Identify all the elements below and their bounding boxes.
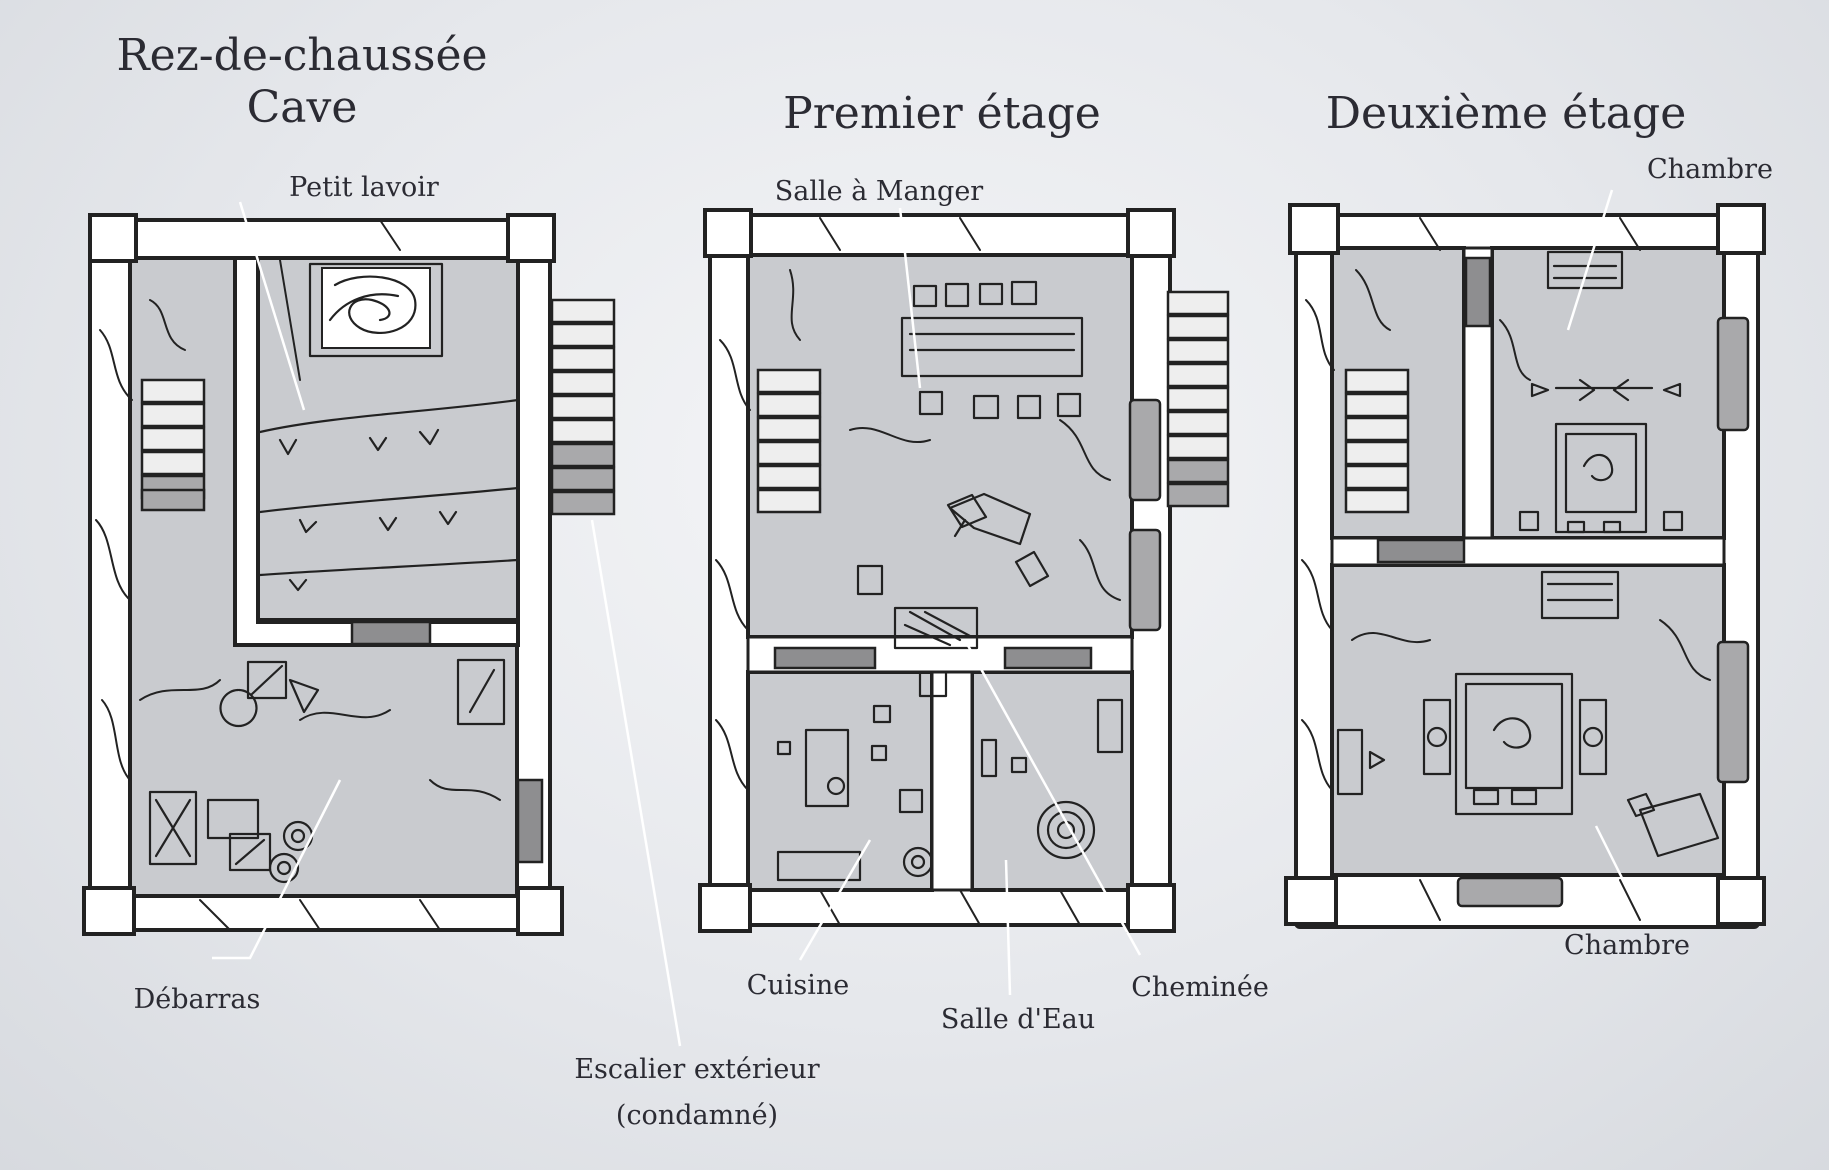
label-cheminee: Cheminée (1131, 972, 1269, 1003)
ground-floor-subtitle: Cave (247, 82, 358, 133)
label-debarras: Débarras (134, 984, 261, 1015)
label-chambre-top: Chambre (1647, 154, 1773, 185)
label-cuisine: Cuisine (747, 970, 850, 1001)
ground-floor-title: Rez-de-chaussée (116, 30, 487, 81)
leader-cuisine (798, 839, 872, 961)
label-petit-lavoir: Petit lavoir (289, 172, 439, 203)
label-chambre-bottom: Chambre (1564, 930, 1690, 961)
leader-salle-a-manger (898, 207, 922, 389)
leader-escalier (590, 519, 682, 1047)
second-floor-title: Deuxième étage (1326, 88, 1687, 139)
label-escalier-line2: (condamné) (616, 1100, 778, 1131)
label-salle-a-manger: Salle à Manger (775, 176, 983, 207)
leader-cheminee (964, 641, 1142, 956)
leader-chambre-top (1566, 189, 1614, 331)
leader-chambre-bottom (1594, 825, 1644, 919)
label-salle-d-eau: Salle d'Eau (941, 1004, 1095, 1035)
leader-debarras (212, 779, 342, 960)
first-floor-title: Premier étage (783, 88, 1101, 139)
leader-salle-d-eau (1004, 859, 1012, 996)
second-floor-plan (1284, 203, 1766, 929)
leader-petit-lavoir (238, 201, 306, 411)
ground-floor-plan (82, 213, 616, 936)
label-escalier-line1: Escalier extérieur (574, 1054, 819, 1085)
first-floor-plan (698, 208, 1230, 933)
leader-lines (212, 189, 1644, 1047)
